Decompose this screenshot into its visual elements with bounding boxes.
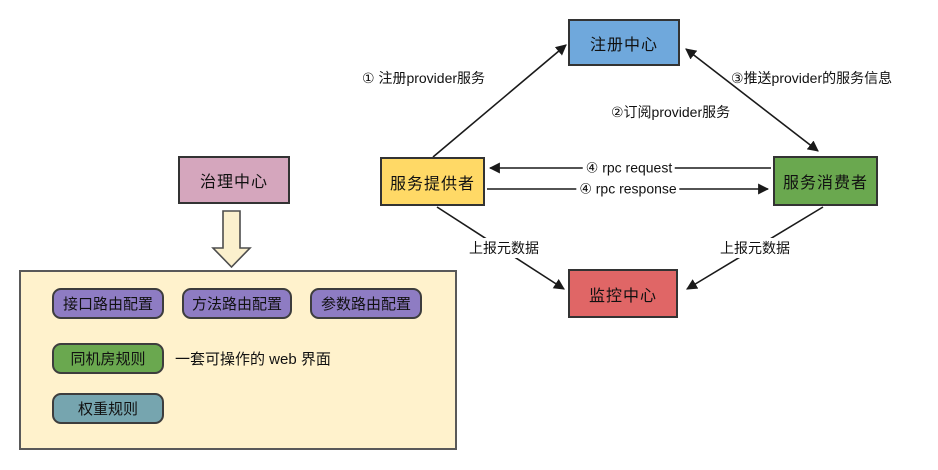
edge-label-push: ③推送provider的服务信息: [731, 70, 893, 86]
governance-block-arrow: [211, 210, 252, 269]
chip-param-route-config: 参数路由配置: [310, 288, 422, 319]
edge-label-report-metadata-left: 上报元数据: [466, 238, 542, 258]
panel-note: 一套可操作的 web 界面: [175, 351, 331, 368]
chip-same-idc-rule: 同机房规则: [52, 343, 164, 374]
node-service-consumer: 服务消费者: [773, 156, 878, 206]
node-service-provider: 服务提供者: [380, 157, 485, 206]
edge-label-report-metadata-right: 上报元数据: [717, 238, 793, 258]
chip-weight-rule: 权重规则: [52, 393, 164, 424]
chip-method-route-config: 方法路由配置: [182, 288, 292, 319]
edge-label-subscribe: ②订阅provider服务: [611, 104, 731, 120]
edge-label-rpc-request: ④ rpc request: [582, 159, 676, 177]
governance-panel: 接口路由配置 方法路由配置 参数路由配置 同机房规则 权重规则 一套可操作的 w…: [19, 270, 457, 450]
node-registry-center: 注册中心: [568, 19, 680, 66]
chip-interface-route-config: 接口路由配置: [52, 288, 164, 319]
edge-subscribe-push-line: [685, 48, 819, 152]
edge-register-line: [432, 44, 567, 158]
edge-label-rpc-response: ④ rpc response: [576, 180, 680, 198]
node-monitor-center: 监控中心: [568, 269, 678, 318]
node-governance-center: 治理中心: [178, 156, 290, 204]
edge-label-register: ① 注册provider服务: [362, 70, 486, 86]
